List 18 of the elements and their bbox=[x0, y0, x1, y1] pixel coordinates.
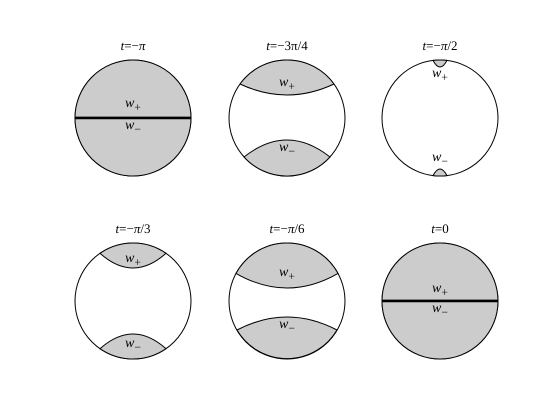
region-label: w$_{−}$ bbox=[432, 150, 448, 170]
region-label: w$_{+}$ bbox=[279, 265, 295, 285]
region-label: w$_{−}$ bbox=[279, 140, 295, 160]
region-label: w$_{+}$ bbox=[279, 75, 295, 95]
region-label: w$_{+}$ bbox=[432, 281, 448, 301]
region-label: w$_{+}$ bbox=[432, 66, 448, 86]
region-label: w$_{−}$ bbox=[125, 336, 141, 356]
panel-title: t=−π bbox=[120, 37, 146, 55]
panel-title: t=−π/3 bbox=[116, 220, 150, 238]
region-label: w$_{+}$ bbox=[125, 96, 141, 116]
region-label: w$_{−}$ bbox=[432, 301, 448, 321]
panel-title: t=−π/6 bbox=[270, 220, 304, 238]
panel-title: t=0 bbox=[431, 220, 449, 238]
panel-title: t=−π/2 bbox=[422, 37, 458, 55]
region-label: w$_{−}$ bbox=[125, 118, 141, 138]
region-label: w$_{+}$ bbox=[125, 251, 141, 271]
region-label: w$_{−}$ bbox=[279, 317, 295, 337]
panel-title: t=−3π/4 bbox=[266, 37, 308, 55]
